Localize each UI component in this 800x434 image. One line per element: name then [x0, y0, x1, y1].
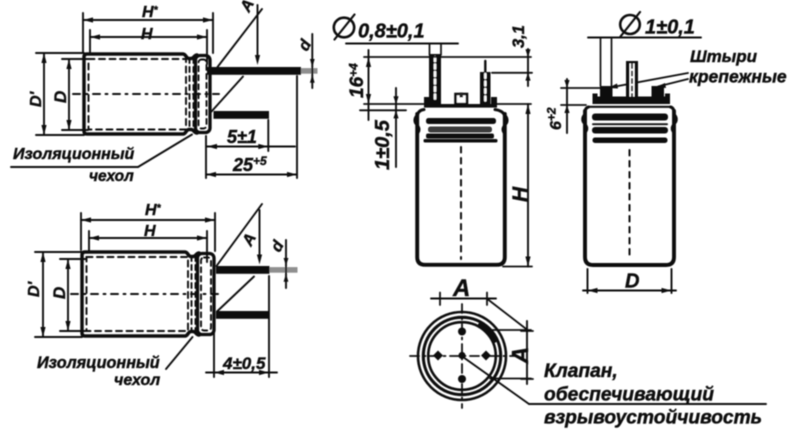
svg-text:5±1: 5±1	[227, 127, 257, 147]
svg-text:16+4: 16+4	[347, 63, 369, 98]
svg-text:D: D	[625, 271, 639, 293]
svg-text:1±0,1: 1±0,1	[645, 17, 695, 39]
svg-text:взрывоустойчивость: взрывоустойчивость	[544, 408, 762, 429]
svg-text:H*: H*	[145, 202, 162, 219]
svg-text:H: H	[509, 186, 532, 202]
svg-text:D': D'	[28, 90, 45, 107]
svg-text:Изоляционный: Изоляционный	[37, 354, 160, 372]
svg-text:D: D	[51, 91, 70, 103]
svg-text:H: H	[141, 26, 153, 43]
svg-text:A: A	[507, 347, 533, 365]
svg-text:1±0,5: 1±0,5	[372, 119, 394, 170]
svg-text:3,1: 3,1	[510, 25, 528, 48]
svg-text:D: D	[50, 287, 69, 299]
svg-text:25+5: 25+5	[232, 154, 267, 175]
svg-text:A: A	[452, 275, 470, 302]
svg-text:чехол: чехол	[89, 168, 134, 185]
svg-text:6+2: 6+2	[545, 107, 566, 130]
svg-text:H*: H*	[142, 4, 159, 21]
svg-text:Клапан,: Клапан,	[544, 361, 618, 382]
svg-text:A: A	[239, 231, 260, 250]
svg-text:4±0,5: 4±0,5	[222, 354, 266, 373]
svg-text:Штыри: Штыри	[690, 47, 758, 66]
svg-text:Изоляционный: Изоляционный	[13, 146, 134, 163]
svg-text:обеспечивающий: обеспечивающий	[544, 385, 714, 406]
svg-text:0,8±0,1: 0,8±0,1	[358, 21, 425, 43]
svg-text:H: H	[144, 223, 156, 240]
svg-text:A: A	[237, 0, 258, 16]
svg-text:чехол: чехол	[114, 372, 160, 389]
svg-text:крепежные: крепежные	[689, 67, 787, 87]
svg-text:D': D'	[26, 280, 43, 297]
